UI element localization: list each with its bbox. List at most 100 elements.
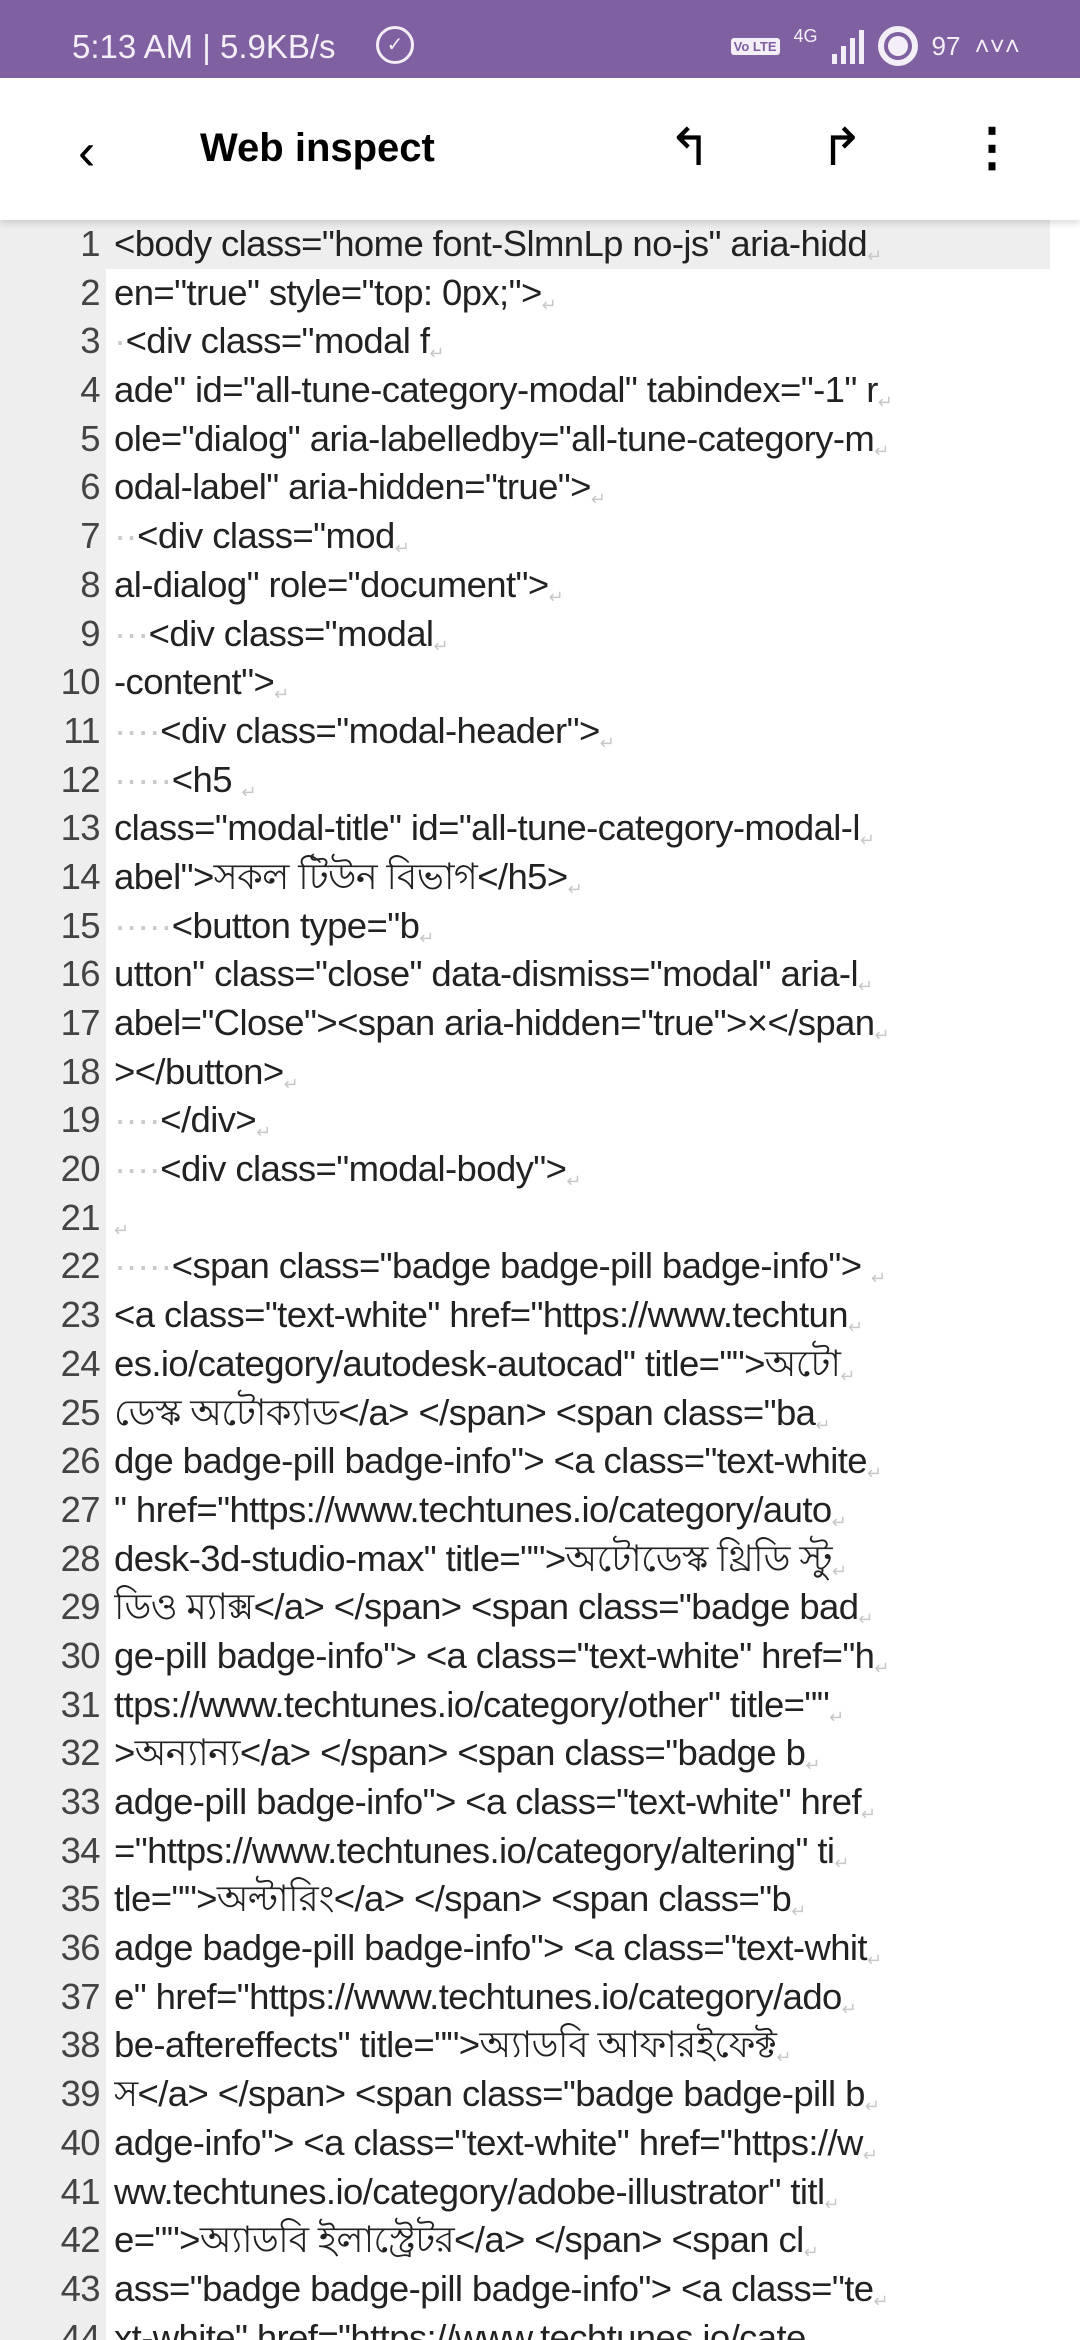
- line-break-icon: ↵: [548, 586, 564, 607]
- code-text: <div class="modal-header">: [160, 709, 600, 751]
- code-text: স</a> </span> <span class="badge badge-p…: [114, 2073, 865, 2115]
- code-text: ="https://www.techtunes.io/category/alte…: [114, 1829, 835, 1871]
- code-line[interactable]: 18></button>↵: [0, 1048, 1080, 1097]
- line-break-icon: ↵: [867, 246, 882, 266]
- line-number: 14: [60, 855, 101, 897]
- code-line[interactable]: 7··<div class="mod↵: [0, 512, 1080, 561]
- code-line[interactable]: 4 ade" id="all-tune-category-modal" tabin…: [0, 366, 1080, 415]
- line-number: 17: [60, 1002, 101, 1043]
- indent-marker: ·····: [114, 904, 172, 946]
- line-text: be-aftereffects" title="">অ্যাডবি আফারইফ…: [114, 2021, 791, 2076]
- line-break-icon: ↵: [864, 2096, 880, 2117]
- code-text: >অন্যান্য</a> </span> <span class="badge…: [114, 1732, 806, 1774]
- line-text: <a class="text-white" href="https://www.…: [114, 1291, 862, 1346]
- volte-icon: Vo LTE: [730, 37, 780, 55]
- chevron-left-icon[interactable]: ‹: [78, 123, 96, 181]
- line-break-icon: ↵: [841, 1998, 857, 2019]
- code-line[interactable]: 34="https://www.techtunes.io/category/al…: [0, 1827, 1080, 1876]
- signal-icon: [831, 28, 864, 64]
- code-text: desk-3d-studio-max" title="">অটোডেস্ক থ্…: [114, 1537, 833, 1579]
- line-text: -content">↵: [114, 658, 289, 713]
- code-line[interactable]: 12·····<h5 ↵: [0, 756, 1080, 805]
- code-line[interactable]: 1<body class="home font-SlmnLp no-js" ar…: [0, 220, 1050, 269]
- code-text: adge-info"> <a class="text-white" href="…: [114, 2121, 863, 2163]
- status-time: 5:13 AM | 5.9KB/s: [72, 28, 336, 65]
- line-text: ····</div>↵: [114, 1096, 271, 1151]
- code-line[interactable]: 32>অন্যান্য</a> </span> <span class="bad…: [0, 1729, 1080, 1778]
- code-text: odal-label" aria-hidden="true">: [114, 466, 591, 508]
- line-break-icon: ↵: [831, 1560, 847, 1581]
- code-line[interactable]: 22·····<span class="badge badge-pill bad…: [0, 1242, 1080, 1291]
- line-number: 43: [60, 2267, 101, 2309]
- line-text: es.io/category/autodesk-autocad" title="…: [114, 1340, 855, 1395]
- code-line[interactable]: 15·····<button type="b↵: [0, 902, 1080, 951]
- code-text: tle="">অল্টারিং</a> </span> <span class=…: [114, 1878, 792, 1920]
- code-line[interactable]: 28 desk-3d-studio-max" title="">অটোডেস্ক …: [0, 1535, 1080, 1584]
- line-break-icon: ↵: [274, 684, 289, 705]
- line-break-icon: ↵: [874, 440, 889, 461]
- line-text: ডিও ম্যাক্স</a> </span> <span class="bad…: [114, 1583, 873, 1638]
- redo-icon[interactable]: ↱: [820, 119, 864, 177]
- line-number: 28: [60, 1537, 101, 1579]
- code-text: <h5: [171, 758, 242, 800]
- code-line[interactable]: 19····</div>↵: [0, 1096, 1080, 1145]
- code-line[interactable]: 21↵: [0, 1194, 1080, 1243]
- line-break-icon: ↵: [429, 343, 444, 364]
- line-break-icon: ↵: [256, 1122, 271, 1143]
- line-text: ttps://www.techtunes.io/category/other" …: [114, 1681, 844, 1736]
- code-line[interactable]: 3·<div class="modal f↵: [0, 317, 1080, 366]
- code-line[interactable]: 20····<div class="modal-body">↵: [0, 1145, 1080, 1194]
- more-vert-icon[interactable]: ⋮: [966, 119, 1018, 177]
- code-text: ডেস্ক অটোক্যাড</a> </span> <span class="…: [114, 1391, 816, 1433]
- code-text: al-dialog" role="document">: [114, 563, 549, 605]
- line-break-icon: ↵: [873, 2290, 888, 2311]
- line-break-icon: ↵: [241, 781, 256, 802]
- line-break-icon: ↵: [419, 927, 434, 948]
- line-number: 4: [80, 369, 100, 411]
- line-break-icon: ↵: [805, 1755, 820, 1776]
- battery-level: 97: [931, 30, 961, 61]
- line-break-icon: ↵: [847, 1317, 863, 1338]
- code-text: ডিও ম্যাক্স</a> </span> <span class="bad…: [114, 1586, 859, 1628]
- code-line[interactable]: 10-content">↵: [0, 658, 1080, 707]
- code-text: es.io/category/autodesk-autocad" title="…: [114, 1342, 841, 1384]
- code-line[interactable]: 9···<div class="modal↵: [0, 610, 1080, 659]
- line-text: dge badge-pill badge-info"> <a class="te…: [114, 1437, 881, 1492]
- line-number: 13: [60, 807, 101, 849]
- line-break-icon: ↵: [433, 635, 448, 656]
- undo-icon[interactable]: ↰: [668, 119, 712, 177]
- line-text: odal-label" aria-hidden="true">↵: [114, 463, 605, 518]
- code-text: ade" id="all-tune-category-modal" tabind…: [114, 369, 878, 411]
- code-editor[interactable]: 1<body class="home font-SlmnLp no-js" ar…: [0, 220, 1080, 2340]
- line-number: 5: [80, 417, 100, 459]
- code-line[interactable]: 23<a class="text-white" href="https://ww…: [0, 1291, 1080, 1340]
- code-text: <a class="text-white" href="https://www.…: [114, 1294, 849, 1336]
- code-line[interactable]: 27" href="https://www.techtunes.io/categ…: [0, 1486, 1080, 1535]
- code-line[interactable]: 11····<div class="modal-header">↵: [0, 707, 1080, 756]
